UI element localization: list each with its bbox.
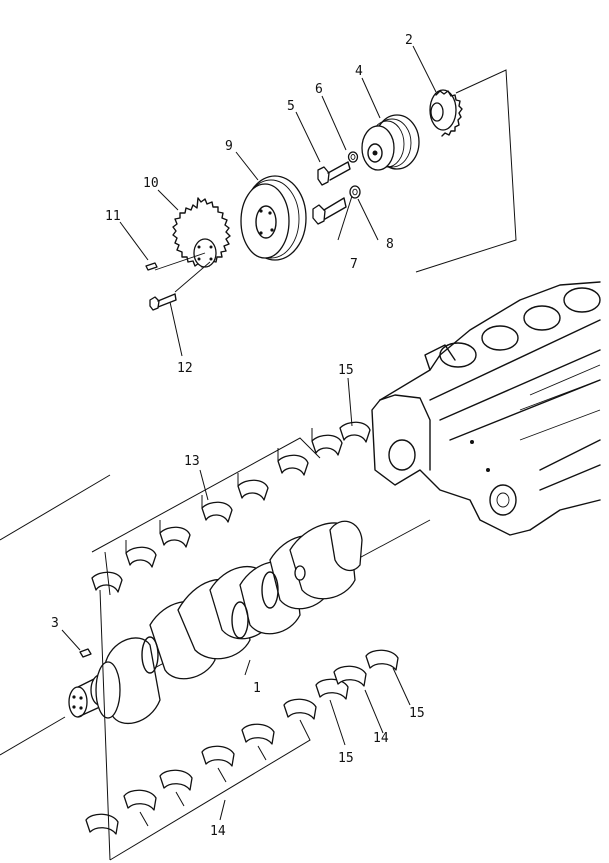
crankshaft-part-1	[68, 519, 431, 724]
thrust-shell-part-15	[365, 649, 399, 671]
bearing-shells-part-14	[85, 649, 399, 835]
callout-15-right: 15	[409, 706, 425, 721]
assembly-bracket	[415, 69, 517, 273]
gear-part-2	[429, 89, 463, 137]
bearing-shell	[283, 698, 317, 720]
callout-14-bottom: 14	[210, 824, 226, 839]
callout-15-bottom: 15	[338, 751, 354, 766]
bolt-part-7	[312, 197, 347, 225]
callout-14-right: 14	[373, 731, 389, 746]
bolt-part-5	[317, 161, 351, 186]
timing-ring-part-10	[172, 197, 231, 268]
bearing-shell	[159, 526, 191, 548]
bearing-shells-part-13	[91, 421, 371, 593]
bolt-part-12	[149, 293, 177, 311]
callout-10: 10	[143, 176, 159, 191]
callout-11: 11	[105, 209, 121, 224]
washer-part-6	[347, 151, 359, 163]
leader-lines	[61, 45, 437, 821]
engine-block	[371, 281, 601, 536]
key-part-3	[79, 648, 92, 658]
bearing-group-bracket-lower	[99, 589, 311, 861]
assembly-bracket-left	[0, 474, 111, 756]
bearing-shell	[85, 813, 119, 835]
bearing-shell	[201, 501, 233, 523]
bearing-shell	[277, 454, 309, 476]
bearing-shell	[201, 745, 235, 767]
bearing-shell	[333, 665, 367, 687]
bearing-shell	[91, 571, 123, 593]
callout-2: 2	[405, 33, 413, 48]
bearing-shell	[159, 769, 193, 791]
damper-part-9	[240, 175, 307, 261]
bearing-group-leaders-upper	[125, 428, 313, 553]
bearing-group-bracket-upper	[91, 437, 321, 596]
bearing-shell	[241, 723, 275, 745]
pulley-part-4	[361, 114, 420, 171]
assembly-axis-line	[154, 252, 206, 271]
callout-7: 7	[350, 257, 358, 272]
washer-part-8	[349, 185, 361, 199]
bearing-shell	[311, 434, 343, 456]
thrust-shell-part-15	[339, 421, 371, 443]
thrust-shell-part-15	[315, 678, 349, 700]
callout-3: 3	[51, 616, 59, 631]
bearing-shell	[123, 789, 157, 811]
pin-part-11	[145, 262, 158, 271]
callout-13: 13	[184, 454, 200, 469]
callout-8: 8	[386, 237, 394, 252]
callout-15-top: 15	[338, 363, 354, 378]
bearing-shell	[237, 479, 269, 501]
callout-1: 1	[253, 681, 261, 696]
callout-12: 12	[177, 361, 193, 376]
callout-9: 9	[225, 139, 233, 154]
callout-5: 5	[287, 99, 295, 114]
callout-4: 4	[355, 64, 363, 79]
callout-6: 6	[315, 82, 323, 97]
bearing-group-leaders-lower	[139, 745, 267, 827]
bearing-shell	[125, 546, 157, 568]
assembly-axis-line	[174, 261, 211, 293]
